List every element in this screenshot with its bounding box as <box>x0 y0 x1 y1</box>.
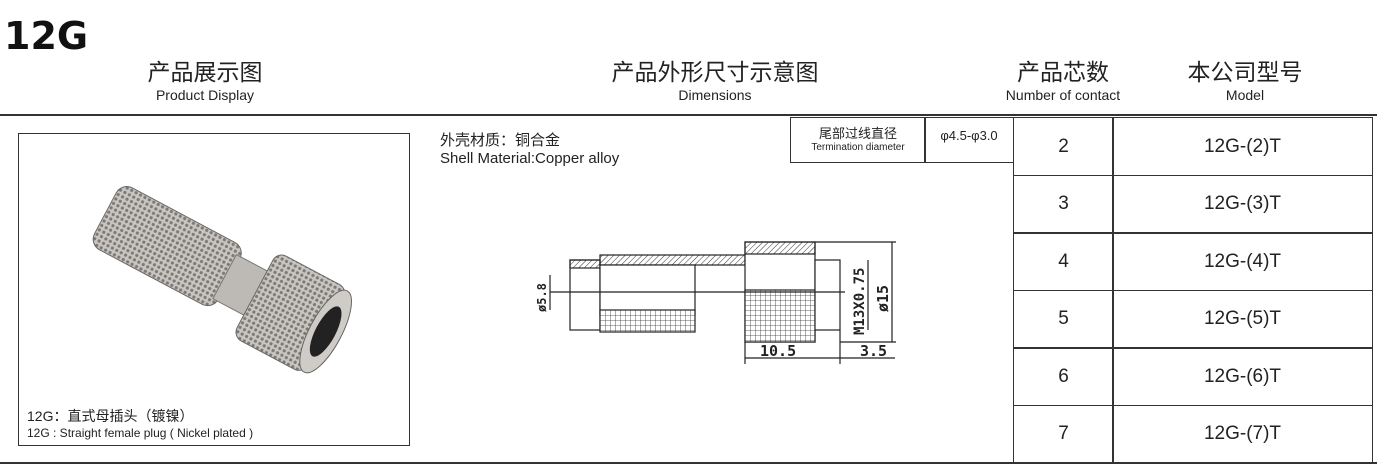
model-cell: 12G-(4)T <box>1112 232 1373 291</box>
header-divider <box>0 114 1377 116</box>
thread-m13: M13X0.75 <box>852 268 868 335</box>
header-en: Product Display <box>155 87 255 103</box>
header-zh: 产品芯数 <box>1017 60 1109 86</box>
header-zh: 产品外形尺寸示意图 <box>611 60 819 86</box>
caption-en: 12G : Straight female plug ( Nickel plat… <box>27 425 254 440</box>
header-zh: 产品展示图 <box>147 60 263 86</box>
length-10-5: 10.5 <box>760 342 796 360</box>
contacts-cell: 7 <box>1013 404 1114 464</box>
diameter-5-8: ø5.8 <box>535 283 549 312</box>
bottom-divider <box>0 462 1377 464</box>
product-caption: 12G：直式母插头（镀镍） 12G : Straight female plug… <box>27 408 253 441</box>
termination-value: φ4.5-φ3.0 <box>924 117 1014 163</box>
caption-zh: 12G：直式母插头（镀镍） <box>27 408 194 424</box>
header-en: Dimensions <box>678 87 752 103</box>
connector-photo-icon <box>92 186 352 374</box>
length-3-5: 3.5 <box>860 342 887 360</box>
model-cell: 12G-(3)T <box>1112 174 1373 234</box>
model-cell: 12G-(5)T <box>1112 289 1373 349</box>
material-en: Shell Material:Copper alloy <box>440 150 620 167</box>
header-en: Model <box>1225 87 1265 103</box>
shell-material: 外壳材质：铜合金 Shell Material:Copper alloy <box>440 132 619 168</box>
contacts-cell: 4 <box>1013 232 1114 291</box>
product-image-box: 12G：直式母插头（镀镍） 12G : Straight female plug… <box>18 133 410 446</box>
model-cell: 12G-(2)T <box>1112 117 1373 176</box>
header-zh: 本公司型号 <box>1187 60 1303 86</box>
contacts-cell: 3 <box>1013 174 1114 234</box>
contacts-cell: 6 <box>1013 347 1114 406</box>
header-en: Number of contact <box>1005 87 1121 103</box>
termination-label: 尾部过线直径 Termination diameter <box>790 117 926 163</box>
dimension-drawing: 10.5 3.5 ø5.8 M13X0.75 ø15 <box>535 241 896 364</box>
contacts-cell: 5 <box>1013 289 1114 349</box>
material-zh: 外壳材质：铜合金 <box>440 132 561 149</box>
model-cell: 12G-(7)T <box>1112 404 1373 464</box>
diameter-15: ø15 <box>874 285 892 312</box>
termination-zh: 尾部过线直径 <box>818 126 897 142</box>
termination-en: Termination diameter <box>811 141 905 153</box>
series-title: 12G <box>4 14 89 58</box>
contacts-cell: 2 <box>1013 117 1114 176</box>
model-cell: 12G-(6)T <box>1112 347 1373 406</box>
